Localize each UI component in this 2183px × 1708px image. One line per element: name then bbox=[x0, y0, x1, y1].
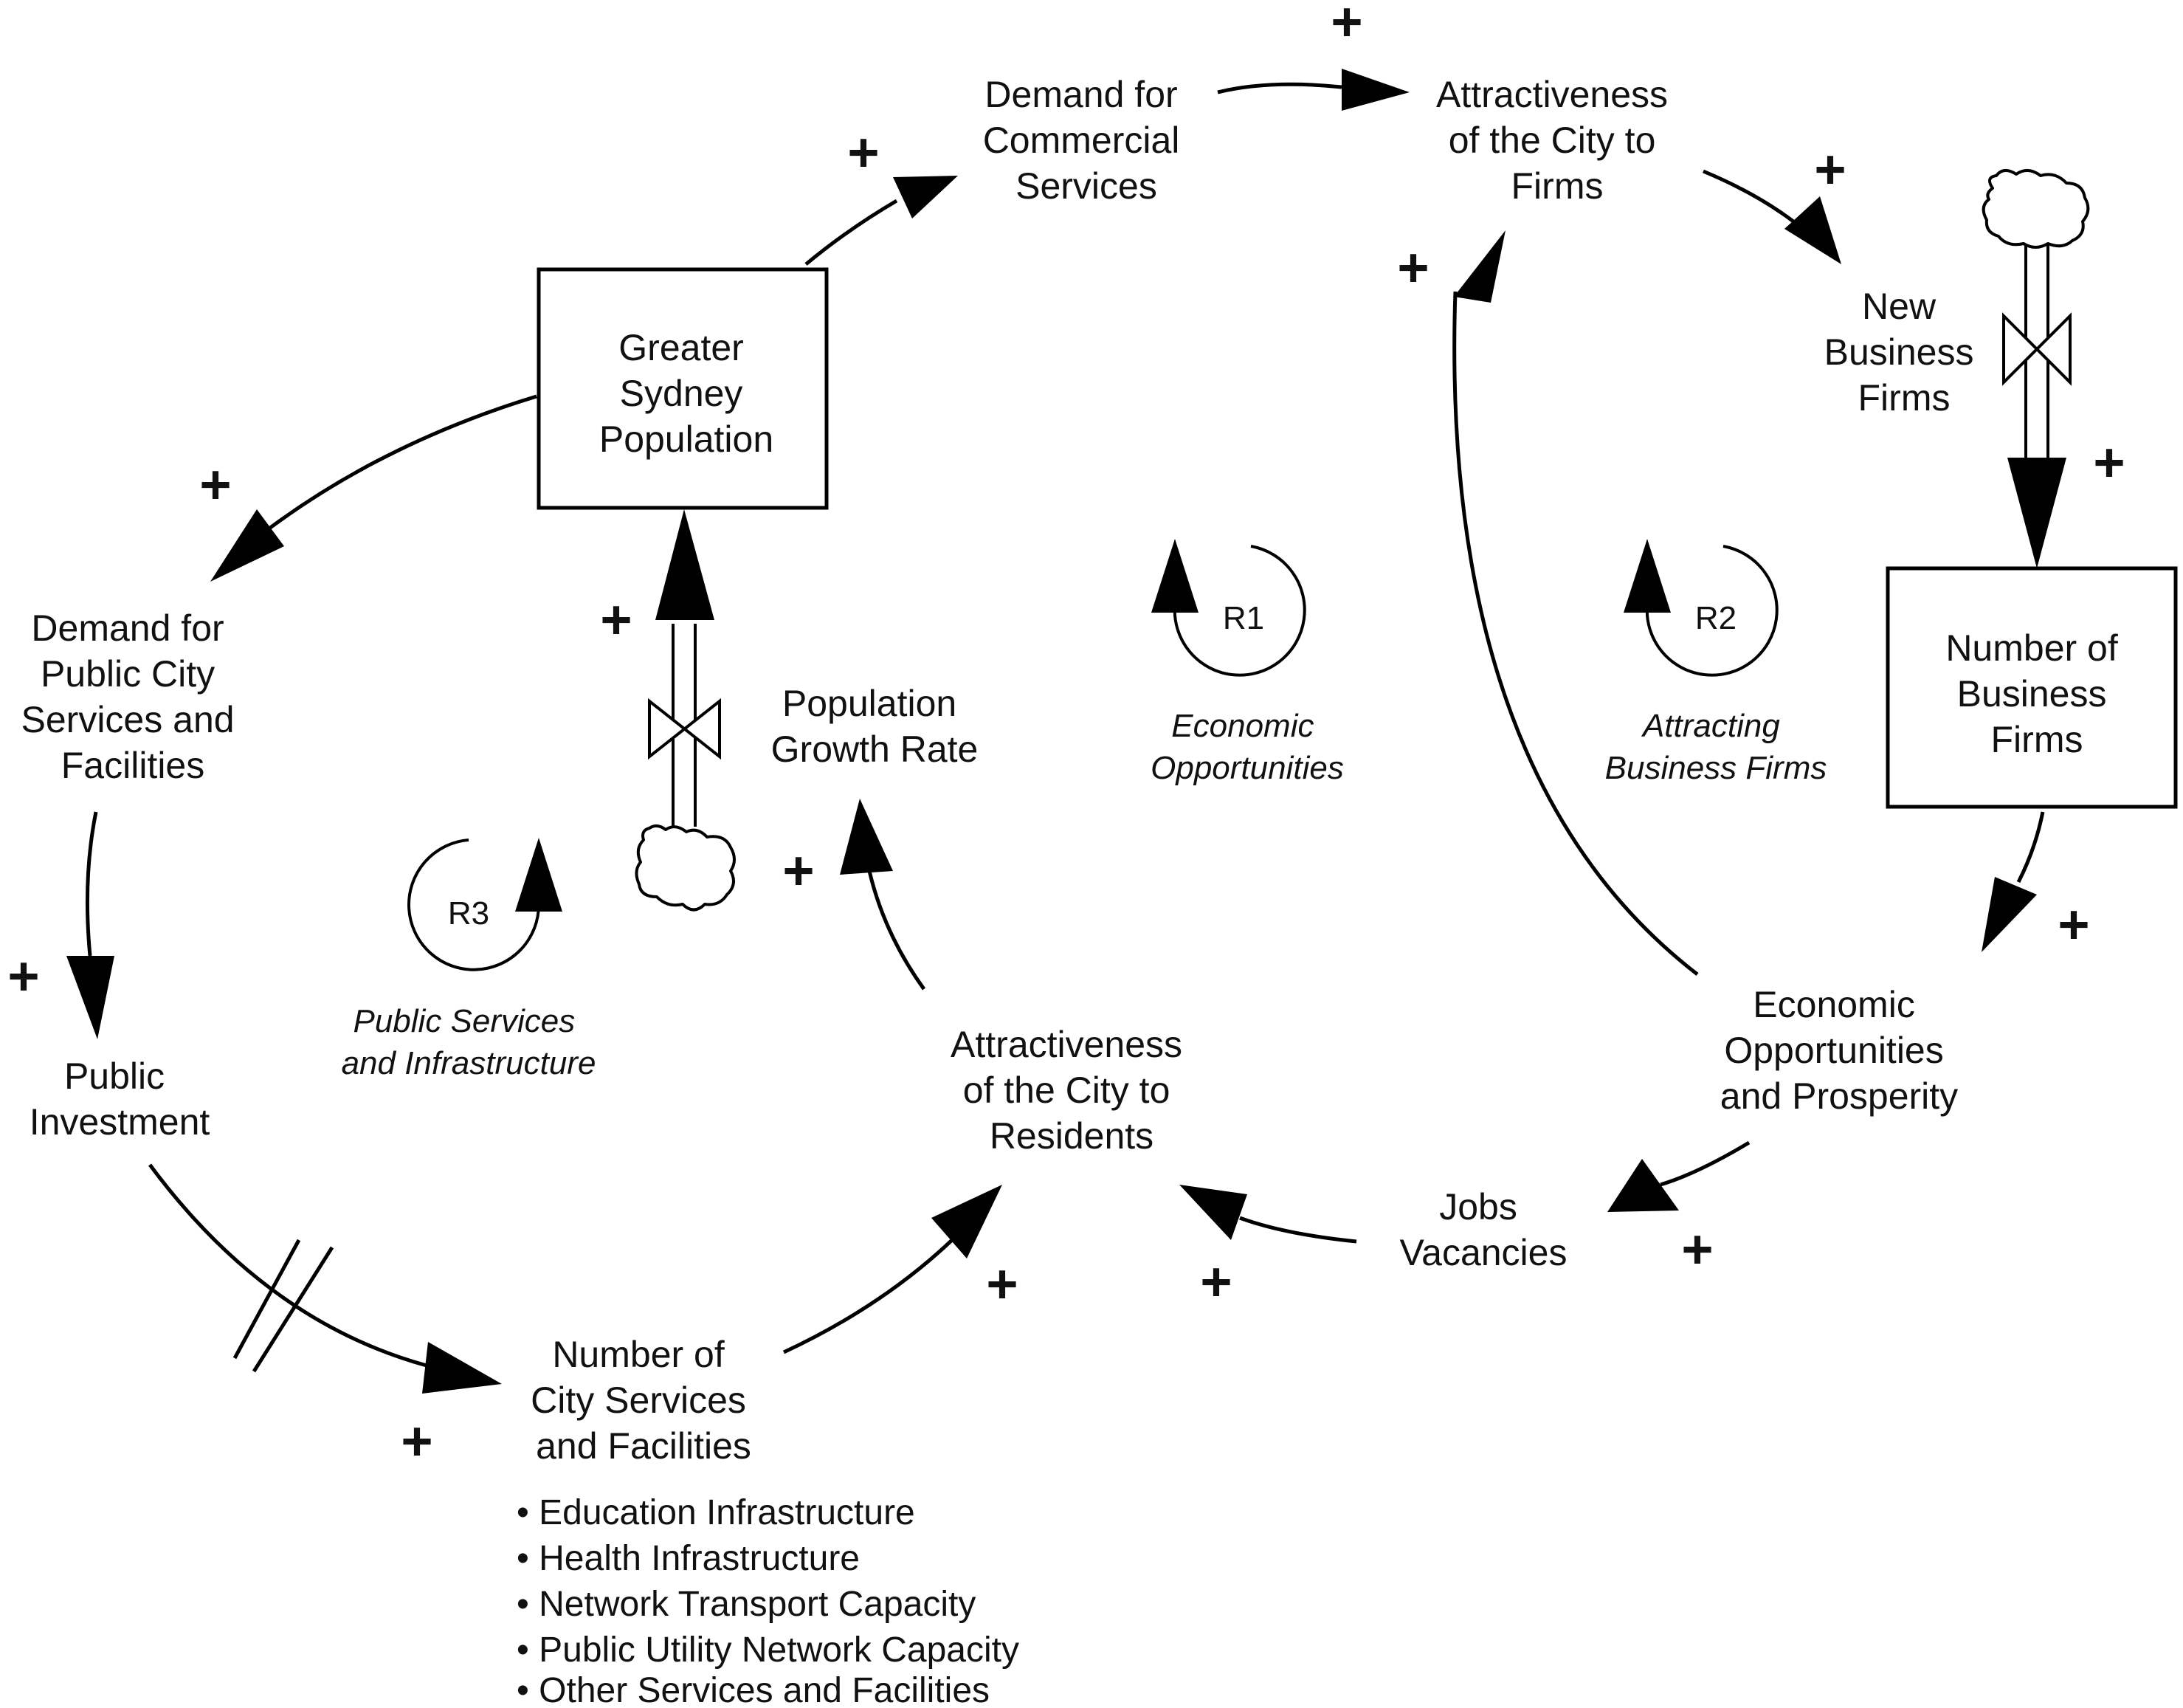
arrowhead-public-investment bbox=[66, 956, 114, 1039]
loop-r3 bbox=[407, 838, 562, 971]
delay-mark-2 bbox=[252, 1246, 334, 1373]
label-number-city-services: Number of City Services and Facilities bbox=[531, 1334, 756, 1467]
business-firms-flow bbox=[1982, 169, 2090, 568]
label-new-business-firms: New Business Firms bbox=[1824, 286, 1984, 419]
loop-r1-arrowhead bbox=[1151, 539, 1199, 613]
polarity-sign: + bbox=[1200, 1251, 1232, 1312]
link-demand-commercial-to-attractiveness-firms bbox=[1217, 82, 1342, 94]
link-population-to-demand-commercial bbox=[804, 199, 898, 266]
polarity-sign: + bbox=[1814, 139, 1846, 200]
polarity-sign: + bbox=[600, 589, 632, 650]
link-population-to-demand-public bbox=[266, 394, 537, 532]
polarity-sign: + bbox=[2093, 432, 2125, 493]
loop-r1-name: R1 bbox=[1223, 600, 1264, 636]
link-economic-opportunities-to-attractiveness-firms bbox=[1452, 291, 1699, 976]
valve-icon bbox=[2002, 312, 2072, 386]
list-item: • Education Infrastructure bbox=[517, 1493, 915, 1532]
list-item: • Other Services and Facilities bbox=[517, 1671, 990, 1708]
label-population-growth-rate: Population Growth Rate bbox=[771, 683, 979, 770]
polarity-sign: + bbox=[7, 946, 39, 1007]
arrowhead-city-services bbox=[422, 1342, 502, 1394]
arrowhead-attractiveness-firms-top bbox=[1342, 69, 1410, 111]
loop-r3-name: R3 bbox=[448, 895, 489, 932]
population-flow bbox=[635, 509, 736, 912]
polarity-sign: + bbox=[847, 122, 879, 183]
arrowhead-attractiveness-residents-right bbox=[1179, 1185, 1247, 1240]
label-jobs-vacancies: Jobs Vacancies bbox=[1400, 1186, 1568, 1273]
polarity-sign: + bbox=[1397, 237, 1429, 298]
label-public-investment: Public Investment bbox=[30, 1056, 210, 1143]
loop-r1-curve bbox=[1173, 545, 1306, 677]
label-economic-opportunities-prosperity: Economic Opportunities and Prosperity bbox=[1720, 984, 1958, 1117]
list-item: • Network Transport Capacity bbox=[517, 1585, 976, 1624]
label-number-business-firms: Number of Business Firms bbox=[1945, 627, 2128, 760]
link-jobs-to-attractiveness-residents bbox=[1239, 1216, 1357, 1244]
loop-r1-label: Economic Opportunities bbox=[1151, 708, 1344, 786]
arrowhead-demand-commercial bbox=[893, 176, 958, 218]
loop-r2 bbox=[1624, 539, 1779, 677]
loop-r3-label: Public Services and Infrastructure bbox=[342, 1003, 596, 1081]
flow-arrowhead-population bbox=[655, 509, 714, 620]
polarity-sign: + bbox=[401, 1411, 432, 1472]
polarity-sign: + bbox=[1331, 0, 1362, 52]
arrowhead-jobs-vacancies bbox=[1607, 1159, 1679, 1212]
link-attractiveness-firms-to-new-business-firms bbox=[1703, 169, 1795, 223]
loop-r3-curve bbox=[407, 838, 541, 971]
link-public-investment-to-city-services bbox=[148, 1163, 427, 1368]
loop-r1 bbox=[1151, 539, 1306, 677]
arrowhead-attractiveness-firms-side bbox=[1454, 230, 1506, 303]
arrowhead-economic-opportunities bbox=[1982, 877, 2037, 952]
polarity-signs: + + + + + + + + + + + + + + bbox=[7, 0, 2125, 1472]
link-economic-opportunities-to-jobs bbox=[1660, 1140, 1751, 1187]
arrowhead-attractiveness-residents-left bbox=[931, 1185, 1002, 1258]
arrowhead-new-business-firms bbox=[1784, 196, 1841, 264]
link-city-services-to-attractiveness-residents bbox=[782, 1239, 953, 1354]
label-attractiveness-firms: Attractiveness of the City to Firms bbox=[1436, 74, 1678, 207]
polarity-sign: + bbox=[986, 1253, 1018, 1315]
cloud-icon bbox=[635, 824, 736, 912]
list-item: • Public Utility Network Capacity bbox=[517, 1630, 1019, 1670]
label-demand-commercial-services: Demand for Commercial Services bbox=[983, 74, 1190, 207]
city-services-list: • Education Infrastructure • Health Infr… bbox=[517, 1493, 1029, 1708]
causal-links bbox=[66, 69, 2045, 1394]
stock-greater-sydney-population[interactable] bbox=[537, 267, 829, 510]
link-demand-public-to-public-investment bbox=[85, 811, 98, 957]
polarity-sign: + bbox=[782, 840, 814, 901]
polarity-sign: + bbox=[1681, 1219, 1713, 1280]
flow-arrowhead-business bbox=[2007, 458, 2066, 568]
delay-mark-1 bbox=[232, 1239, 301, 1360]
link-business-firms-to-economic-opportunities bbox=[2016, 811, 2045, 884]
loop-r3-arrowhead bbox=[515, 838, 562, 912]
link-attractiveness-residents-to-growth-rate bbox=[867, 870, 926, 991]
cloud-icon bbox=[1982, 169, 2090, 249]
arrowhead-demand-public bbox=[210, 509, 284, 582]
loop-r2-label: Attracting Business Firms bbox=[1605, 708, 1827, 786]
stock-number-business-firms[interactable] bbox=[1886, 566, 2178, 809]
polarity-sign: + bbox=[2058, 894, 2089, 955]
loop-r2-name: R2 bbox=[1695, 600, 1737, 636]
loop-r2-curve bbox=[1645, 545, 1779, 677]
label-greater-sydney-population: Greater Sydney Population bbox=[599, 327, 773, 460]
loop-r2-arrowhead bbox=[1624, 539, 1671, 613]
polarity-sign: + bbox=[199, 454, 231, 515]
list-item: • Health Infrastructure bbox=[517, 1539, 860, 1578]
arrowhead-population-growth-rate bbox=[840, 799, 893, 875]
label-attractiveness-residents: Attractiveness of the City to Residents bbox=[951, 1024, 1193, 1157]
valve-icon bbox=[648, 698, 721, 760]
label-demand-public-services: Demand for Public City Services and Faci… bbox=[21, 607, 245, 786]
